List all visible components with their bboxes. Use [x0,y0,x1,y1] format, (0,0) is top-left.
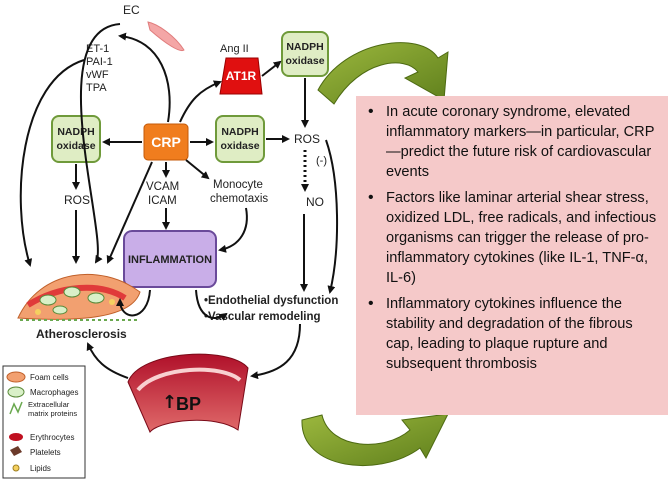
arrow-crp-to-plaque [106,161,153,264]
nadph-oxidase-left [51,115,101,163]
legend-lipids: Lipids [30,464,51,473]
arrow-et1-to-atherosclerosis [19,59,85,267]
monocyte-line1: Monocyte [213,179,263,191]
legend-macrophages: Macrophages [30,388,78,397]
arrow-remodeling-to-bp [250,323,301,380]
info-bullet-list: In acute coronary syndrome, elevated inf… [366,102,660,374]
endothelial-dysfunction-label: •Endothelial dysfunction [204,295,338,307]
nadph-left-line1: NADPH [57,126,94,138]
inflammation-label: INFLAMMATION [128,254,212,266]
ec-label: EC [123,3,140,17]
bp-label: BP [176,394,201,414]
arrow-crp-to-ec [118,32,171,123]
nadph-top-line1: NADPH [286,41,323,53]
info-bullet-2: Factors like laminar arterial shear stre… [366,188,660,288]
vwf-label: vWF [86,69,109,81]
arrow-at1r-to-nadph [261,60,282,77]
arrow-bp-to-atherosclerosis [86,342,129,379]
foam-cells-icon [6,371,26,383]
big-arrow-bottom [301,413,449,466]
nadph-oxidase-mid [215,115,265,163]
arrow-crp-to-at1r [179,80,222,123]
info-bullet-1: In acute coronary syndrome, elevated inf… [366,102,660,182]
erythrocytes-icon [9,433,23,441]
lipids-icon [12,464,20,472]
nadph-oxidase-top [281,31,329,77]
legend-platelets: Platelets [30,448,61,457]
info-panel: In acute coronary syndrome, elevated inf… [356,96,668,415]
inflammation-box [123,230,217,288]
legend-foam-cells: Foam cells [30,373,69,382]
matrix-proteins-icon [9,401,23,415]
arrow-inflammation-to-endothelial [195,289,228,321]
arrow-crp-to-monocyte [185,159,210,180]
inhibition-label: (-) [316,155,327,167]
ros-left-label: ROS [64,193,90,207]
crp-box [143,123,189,161]
crp-label: CRP [151,134,181,150]
platelets-icon [10,446,22,456]
nadph-top-line2: oxidase [285,55,324,67]
ec-cell-icon [147,21,185,52]
pai1-label: PAI-1 [86,56,113,68]
at1r-receptor-icon [219,57,263,95]
big-arrow-top [317,42,449,105]
arrow-monocyte-to-inflammation [218,207,248,253]
tpa-label: TPA [86,82,107,94]
et1-label: ET-1 [86,43,109,55]
blood-pressure-vessel-icon [127,353,249,433]
vcam-label: VCAM [146,181,179,193]
macrophages-icon [7,386,25,398]
arrow-inflammation-to-plaque [116,289,151,317]
ros-right-label: ROS [294,132,320,146]
legend-box [2,365,86,479]
vascular-remodeling-label: •Vascular remodeling [204,311,321,323]
info-bullet-3: Inflammatory cytokines influence the sta… [366,294,660,374]
atherosclerosis-plaque-icon [17,273,141,321]
bp-arrow-up: ↑ [162,392,177,413]
no-label: NO [306,195,324,209]
legend-matrix-proteins: Extracellular matrix proteins [28,400,78,418]
nadph-mid-line2: oxidase [220,140,259,152]
ang2-label: Ang II [220,43,249,55]
atherosclerosis-label: Atherosclerosis [36,327,127,341]
legend: Foam cells Macrophages Extracellular mat… [2,365,86,479]
arrow-ec-to-plaque [79,23,121,264]
nadph-mid-line1: NADPH [221,126,258,138]
arrow-ros-to-endothelial [325,139,339,294]
legend-erythrocytes: Erythrocytes [30,433,74,442]
at1r-label: AT1R [226,69,257,83]
icam-label: ICAM [148,195,177,207]
nadph-left-line2: oxidase [56,140,95,152]
monocyte-line2: chemotaxis [210,193,268,205]
